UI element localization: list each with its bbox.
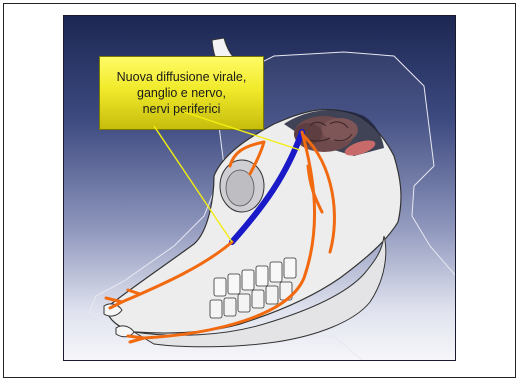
callout-box: Nuova diffusione virale, ganglio e nervo… — [99, 56, 264, 130]
callout-line-1: Nuova diffusione virale, — [117, 69, 247, 85]
illustration-panel: Nuova diffusione virale, ganglio e nervo… — [63, 15, 456, 361]
callout-line-3: nervi periferici — [117, 101, 247, 117]
callout-line-2: ganglio e nervo, — [117, 85, 247, 101]
